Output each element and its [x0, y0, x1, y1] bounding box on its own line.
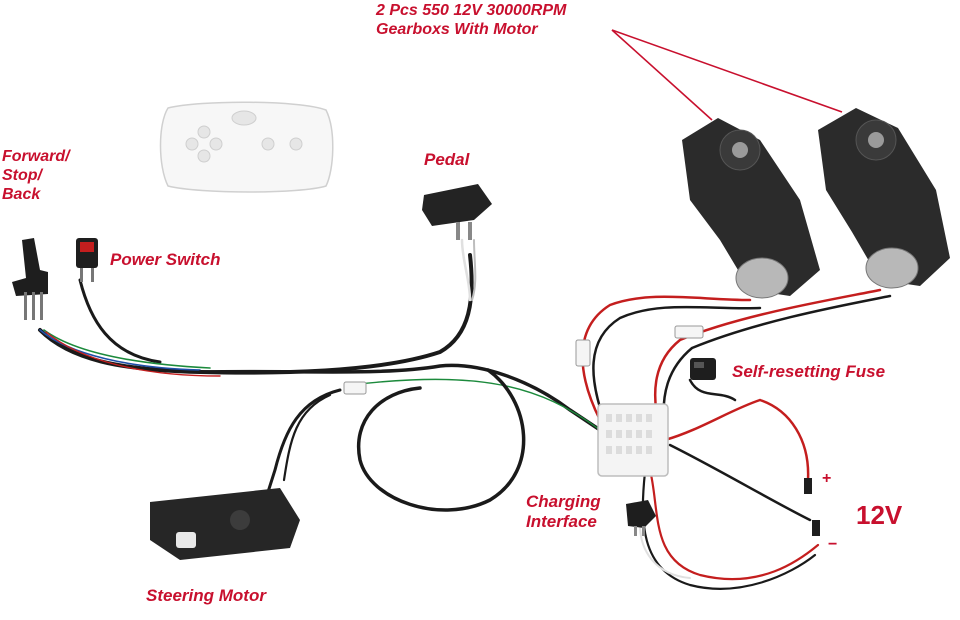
- plus-sign: +: [822, 470, 832, 487]
- shifter-label-line-2: Stop/: [2, 166, 42, 184]
- gearbox-callout-lines: [611, 29, 843, 121]
- wire-harness: [38, 238, 892, 590]
- shifter-label: Forward/ Stop/ Back: [2, 148, 70, 205]
- charging-port-icon: [626, 500, 656, 536]
- gear-shifter-icon: [12, 238, 48, 320]
- motor-connector-left: [575, 339, 591, 367]
- shifter-label-line-3: Back: [2, 185, 41, 203]
- fuse-icon: [690, 358, 716, 380]
- charging-label-line-1: Charging: [526, 492, 601, 511]
- gearbox-label: 2 Pcs 550 12V 30000RPM Gearboxs With Mot…: [376, 2, 566, 40]
- remote-control-icon: [159, 101, 334, 193]
- pedal-label: Pedal: [424, 150, 470, 169]
- minus-sign: −: [828, 536, 838, 553]
- harness-connector: [343, 381, 367, 395]
- battery-lead-icon: [804, 478, 820, 536]
- voltage-label: 12V: [856, 500, 903, 530]
- steering-motor-icon: [150, 488, 300, 560]
- motor-connector-right: [674, 325, 704, 339]
- gearbox-motor-icon-right: [818, 108, 950, 289]
- gearbox-label-line-2: Gearboxs With Motor: [376, 20, 538, 38]
- fuse-label: Self-resetting Fuse: [732, 362, 886, 381]
- steering-label: Steering Motor: [146, 586, 266, 605]
- charging-label-line-2: Interface: [526, 512, 597, 532]
- gearbox-label-line-1: 2 Pcs 550 12V 30000RPM: [376, 2, 567, 19]
- power-switch-label: Power Switch: [110, 250, 221, 269]
- shifter-label-line-1: Forward/: [2, 148, 70, 165]
- gearbox-motor-icon-left: [682, 118, 820, 299]
- control-box-icon: [597, 403, 669, 477]
- power-switch-icon: [76, 238, 98, 282]
- charging-label: Charging Interface: [526, 492, 601, 532]
- pedal-icon: [422, 184, 492, 240]
